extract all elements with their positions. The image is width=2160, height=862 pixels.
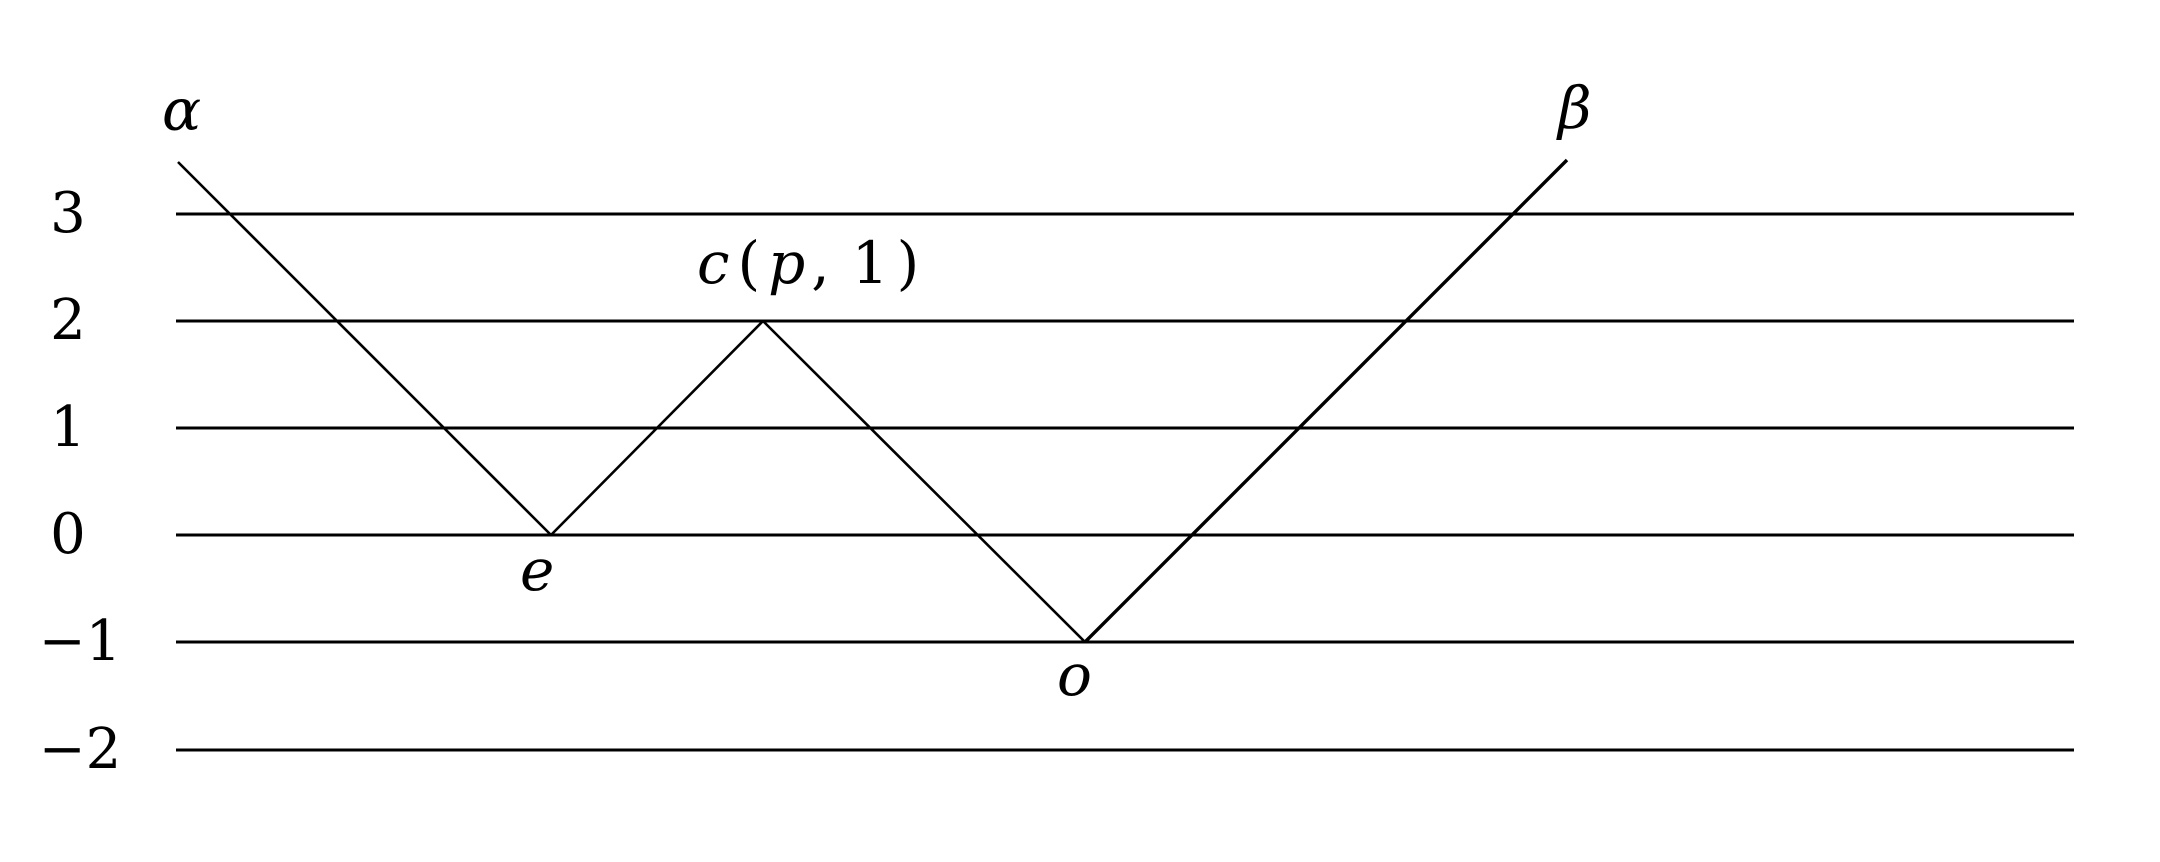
lattice-path: [177, 158, 1569, 644]
level-label-1: 1: [50, 395, 86, 460]
label-e: e: [520, 536, 554, 604]
label-o: o: [1057, 641, 1092, 709]
label-c-func: c: [697, 229, 729, 297]
level-label-minus-2: −2: [39, 717, 122, 782]
level-label-3: 3: [50, 181, 86, 246]
level-label-2: 2: [50, 288, 86, 353]
level-label-minus-1: −1: [39, 609, 122, 674]
label-alpha: α: [162, 76, 201, 144]
segment-c-to-o: [762, 320, 1086, 643]
segment-alpha-to-e: [177, 161, 552, 536]
point-labels: α β e o c ( p , 1 ): [162, 74, 1592, 709]
label-c-open-paren: (: [737, 229, 760, 297]
label-c-p: p: [768, 229, 805, 297]
level-labels: 3 2 1 0 −1 −2: [39, 181, 122, 782]
segment-o-to-beta: [1083, 158, 1569, 644]
level-label-0: 0: [50, 502, 86, 567]
segment-e-to-c: [550, 320, 764, 536]
label-c-one: 1: [852, 229, 889, 297]
label-beta: β: [1556, 74, 1592, 142]
label-c-close-paren: ): [897, 229, 920, 297]
level-lines: [176, 212, 2074, 752]
label-c-p-1: c ( p , 1 ): [697, 229, 919, 297]
label-c-comma: ,: [811, 229, 829, 297]
